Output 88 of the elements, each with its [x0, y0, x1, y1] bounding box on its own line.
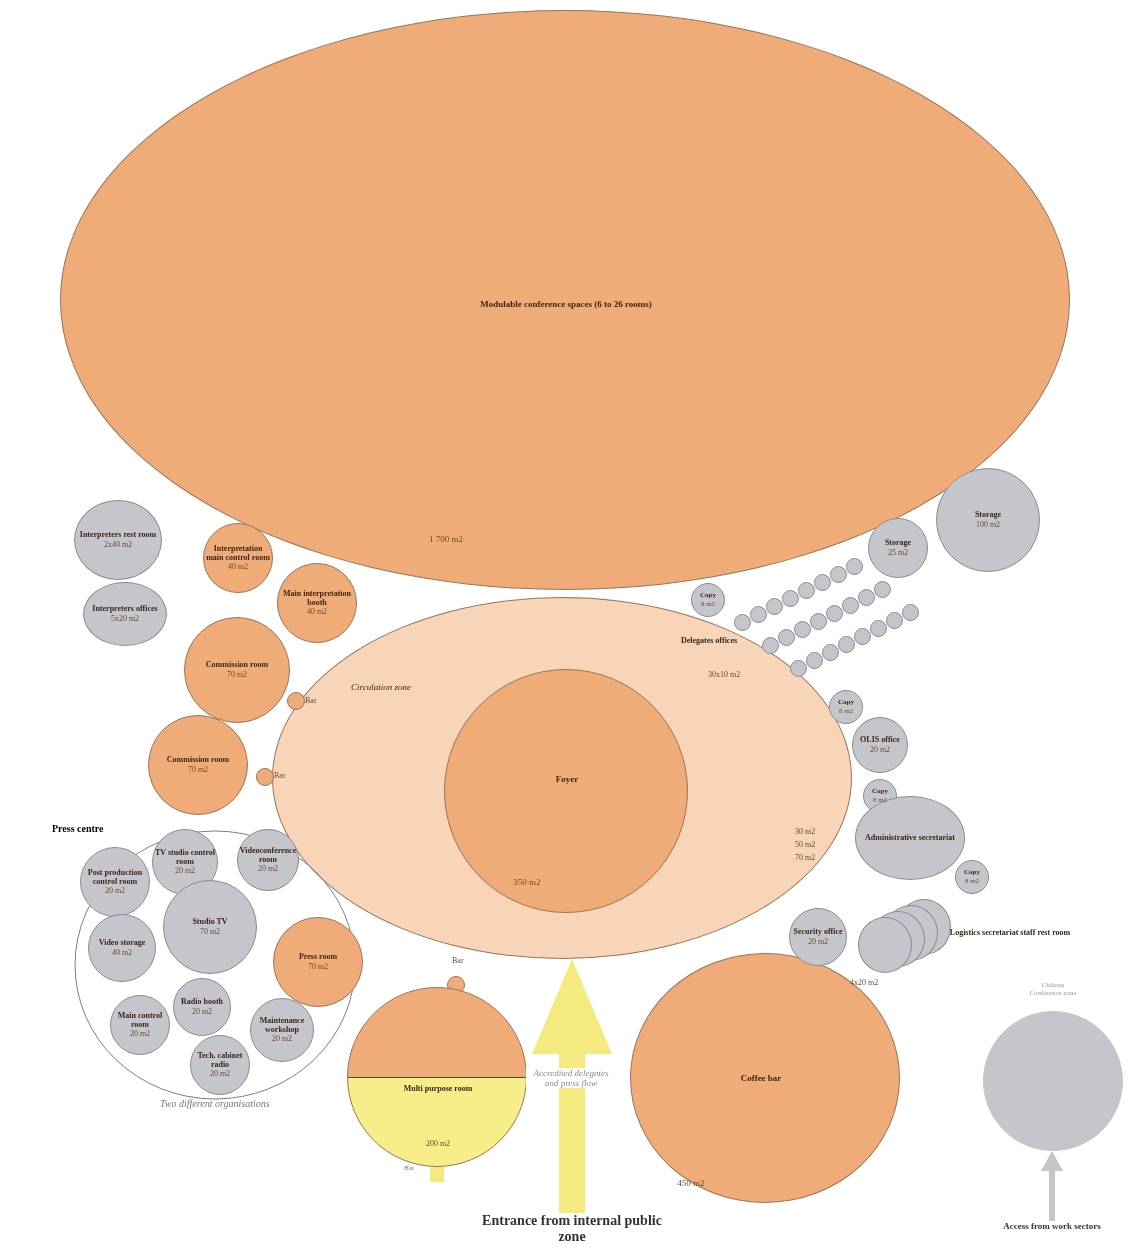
- bar-bubble: [256, 768, 274, 786]
- room-label: Circulation zone: [351, 683, 411, 693]
- area-label: 40 m2: [227, 561, 249, 571]
- bar-bubble: [885, 611, 903, 629]
- area-label: 200 m2: [425, 1138, 451, 1148]
- room-label: Storage: [884, 539, 912, 548]
- room-bubble: [955, 860, 989, 894]
- bar-bubble: [873, 580, 891, 598]
- group-heading: Press centre: [52, 823, 104, 834]
- bar-bubble: [797, 581, 815, 599]
- area-label: 70 m2: [226, 669, 248, 679]
- area-label: 20 m2: [191, 1006, 213, 1016]
- room-label: Radio booth: [181, 998, 223, 1007]
- area-label: 20 m2: [129, 1028, 151, 1038]
- room-label: Storage: [974, 511, 1002, 520]
- room-bubble: [277, 563, 357, 643]
- side-note: Bar: [305, 697, 317, 706]
- area-label: 70 m2: [307, 961, 329, 971]
- area-label: 350 m2: [513, 877, 541, 887]
- room-label: Commission room: [166, 756, 230, 765]
- bar-bubble: [853, 627, 871, 645]
- room-label: Administrative secretariat: [865, 833, 955, 843]
- side-note: 70 m2: [795, 854, 816, 863]
- room-bubble: [691, 583, 725, 617]
- room-label: Press room: [298, 953, 338, 962]
- area-label: 20 m2: [257, 863, 279, 873]
- area-label: 450 m2: [677, 1178, 705, 1188]
- room-label: Multi purpose room: [403, 1084, 473, 1094]
- room-bubble: [852, 717, 908, 773]
- room-label: Interpreters rest room: [79, 531, 157, 540]
- room-bubble: [190, 1035, 250, 1095]
- side-note: 30 m2: [795, 828, 816, 837]
- bar-bubble: [857, 588, 875, 606]
- room-bubble: [250, 998, 314, 1062]
- area-label: 20 m2: [807, 936, 829, 946]
- bar-bubble: [781, 589, 799, 607]
- flow-bar: [430, 1167, 444, 1182]
- room-label: Logistics secretariat staff rest room: [948, 928, 1072, 937]
- room-label: Main control room: [116, 1012, 164, 1029]
- area-label: 20 m2: [104, 885, 126, 895]
- area-label: 20 m2: [271, 1033, 293, 1043]
- side-note: Bar: [274, 772, 286, 781]
- room-label: Foyer: [555, 775, 579, 785]
- room-label: Videoconference room: [239, 847, 297, 864]
- office-bubble: [858, 917, 912, 973]
- room-label: Security office: [793, 928, 843, 937]
- room-label: Studio TV: [192, 918, 228, 927]
- area-label: 40 m2: [306, 606, 328, 616]
- room-label: OLIS office: [860, 736, 900, 745]
- side-note: 50 m2: [795, 841, 816, 850]
- room-bubble: [829, 690, 863, 724]
- bar-bubble: [901, 603, 919, 621]
- area-label: 70 m2: [199, 926, 221, 936]
- bar-bubble: [841, 596, 859, 614]
- area-label: 40 m2: [111, 947, 133, 957]
- room-label: Commission room: [205, 661, 269, 670]
- area-label: 30x10 m2: [708, 670, 741, 679]
- area-label: 25 m2: [887, 547, 909, 557]
- room-label: Maintenance workshop: [258, 1017, 306, 1034]
- area-label: 20 m2: [174, 865, 196, 875]
- room-label: Coffee bar: [740, 1074, 782, 1084]
- area-label: 20 m2: [209, 1068, 231, 1078]
- area-label: 20 m2: [869, 744, 891, 754]
- room-label: Main interpretation booth: [281, 590, 353, 607]
- room-label: Delegates offices: [680, 636, 738, 645]
- room-bubble: [110, 995, 170, 1055]
- bar-bubble: [869, 619, 887, 637]
- area-label: 4x20 m2: [850, 978, 879, 987]
- entrance-label: Entrance from internal public zone: [472, 1213, 672, 1247]
- room-label: Post production control room: [86, 869, 144, 886]
- area-label: 1 700 m2: [429, 534, 463, 544]
- flow-arrow: [1041, 1151, 1063, 1221]
- room-bubble: [152, 829, 218, 895]
- room-bubble: [237, 829, 299, 891]
- room-bubble: [80, 847, 150, 917]
- room-label: Interpretation main control room: [205, 545, 271, 562]
- side-note: Bar: [452, 957, 464, 966]
- access-label: Access from work sectors: [997, 1221, 1107, 1251]
- area-label: 2x40 m2: [103, 539, 133, 549]
- area-label: 5x20 m2: [110, 613, 140, 623]
- flow-arrow: [532, 958, 612, 1213]
- room-label: Tech. cabinet radio: [196, 1052, 244, 1069]
- area-label: 70 m2: [187, 764, 209, 774]
- room-label: Modulable conference spaces (6 to 26 rooms): [479, 300, 653, 310]
- room-label: Video storage: [98, 939, 146, 948]
- room-label: Interpreters offices: [92, 605, 158, 614]
- room-label: TV studio control room: [154, 849, 216, 866]
- area-label: 100 m2: [975, 519, 1001, 529]
